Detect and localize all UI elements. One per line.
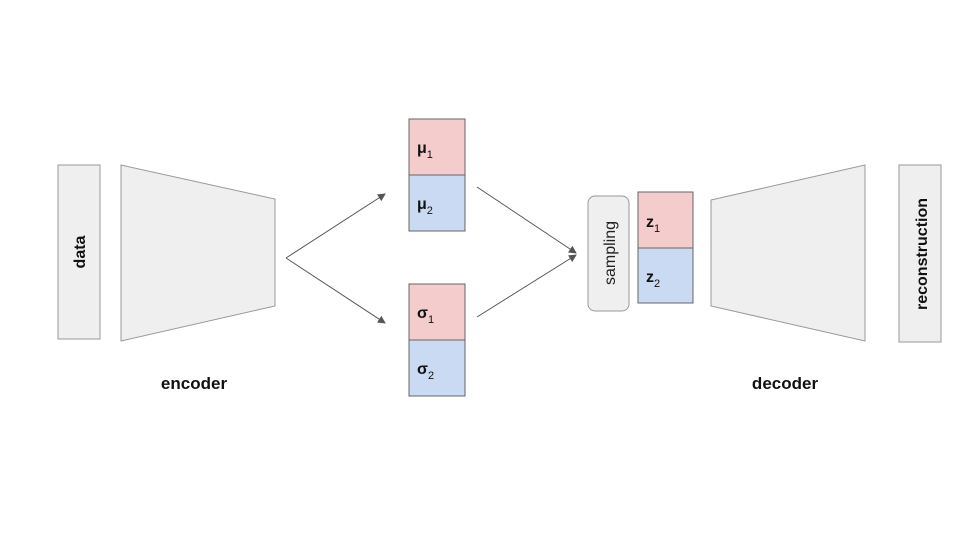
arrow-encoder-to-mu <box>285 193 386 259</box>
decoder-shape <box>710 164 866 342</box>
arrow-encoder-to-sigma <box>285 257 386 324</box>
arrow-mu-to-sampling <box>476 186 577 254</box>
encoder-shape <box>120 164 276 342</box>
arrow-sigma-to-sampling <box>476 254 577 318</box>
mu-1-label: μ1 <box>417 140 433 161</box>
z-vector: z1 z2 <box>637 191 694 304</box>
z-2-cell <box>637 247 694 304</box>
decoder-caption: decoder <box>751 374 819 393</box>
z-1-label: z1 <box>646 214 660 235</box>
data-label: data <box>72 235 89 268</box>
sigma-vector: σ1 σ2 <box>408 283 466 397</box>
mu-2-cell <box>408 174 466 232</box>
sigma-2-label: σ2 <box>417 361 434 382</box>
z-1-cell <box>637 191 694 249</box>
mu-1-cell <box>408 118 466 176</box>
sigma-2-cell <box>408 339 466 397</box>
sampling-label: sampling <box>602 221 619 285</box>
data-block: data <box>57 164 101 340</box>
sigma-1-label: σ1 <box>417 305 434 326</box>
reconstruction-block: reconstruction <box>898 164 942 343</box>
z-2-label: z2 <box>646 269 660 290</box>
encoder-caption: encoder <box>160 374 228 393</box>
reconstruction-label: reconstruction <box>914 198 931 310</box>
sigma-1-cell <box>408 283 466 341</box>
sampling-box: sampling <box>587 195 630 312</box>
mu-vector: μ1 μ2 <box>408 118 466 232</box>
mu-2-label: μ2 <box>417 196 433 217</box>
